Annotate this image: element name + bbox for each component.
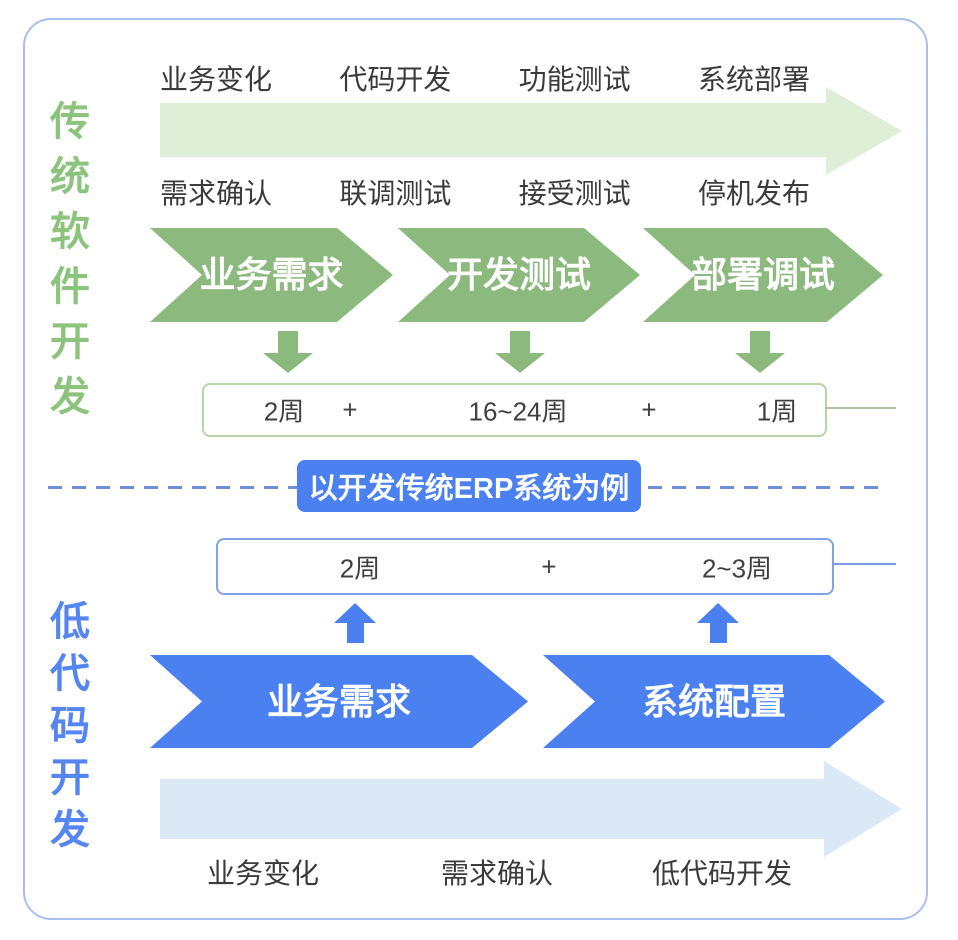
lowcode-section-title: 低代码开发: [44, 600, 88, 860]
up-arrow-icon: [334, 603, 376, 643]
arrow-stem: [750, 331, 770, 353]
duration-value: 2周: [263, 396, 305, 427]
arrow-stem: [346, 623, 364, 643]
duration-value: 2~3周: [701, 553, 773, 583]
arrow-head: [697, 603, 739, 623]
up-arrow-icon: [697, 603, 739, 643]
plus-sign: +: [541, 551, 557, 581]
timeline-step-label: 业务变化: [160, 64, 273, 95]
timeline-step-label: 需求确认: [440, 858, 554, 889]
arrow-stem: [510, 331, 530, 353]
arrow-stem: [709, 623, 727, 643]
timeline-step-label: 代码开发: [339, 64, 452, 95]
lowcode-box-connector-line: [832, 563, 896, 565]
traditional-bottom-label-row: 需求确认 联调测试 接受测试 停机发布: [160, 172, 810, 212]
traditional-timeline-arrow: [160, 103, 828, 157]
lowcode-duration-box: 2周 + 2~3周: [216, 538, 834, 595]
duration-value: 16~24周: [468, 396, 568, 427]
timeline-step-label: 业务变化: [206, 858, 320, 889]
arrow-head: [263, 353, 313, 373]
arrow-stem: [278, 331, 298, 353]
traditional-duration-box: 2周 + 16~24周 + 1周: [202, 383, 827, 437]
timeline-step-label: 接受测试: [518, 178, 631, 209]
timeline-step-label: 停机发布: [697, 178, 810, 209]
diagram-panel-border: [23, 18, 928, 920]
arrow-head: [735, 353, 785, 373]
timeline-step-label: 联调测试: [339, 178, 452, 209]
down-arrow-icon: [495, 331, 545, 373]
arrow-head: [334, 603, 376, 623]
timeline-step-label: 系统部署: [697, 64, 810, 95]
timeline-step-label: 低代码开发: [651, 858, 793, 889]
plus-sign: +: [641, 394, 657, 425]
traditional-box-connector-line: [825, 407, 896, 409]
timeline-step-label: 功能测试: [518, 64, 631, 95]
traditional-timeline-arrowhead-icon: [826, 87, 902, 175]
down-arrow-icon: [263, 331, 313, 373]
duration-value: 2周: [339, 553, 381, 583]
down-arrow-icon: [735, 331, 785, 373]
lowcode-timeline-arrowhead-icon: [824, 761, 902, 857]
stage-chevron-system-config: 系统配置: [543, 655, 885, 748]
plus-sign: +: [342, 394, 358, 425]
traditional-top-label-row: 业务变化 代码开发 功能测试 系统部署: [160, 58, 810, 98]
duration-value: 1周: [756, 396, 798, 427]
traditional-section-title: 传统软件开发: [44, 100, 88, 430]
arrow-head: [495, 353, 545, 373]
example-badge: 以开发传统ERP系统为例: [297, 460, 641, 512]
lowcode-timeline-arrow: [160, 779, 826, 839]
timeline-step-label: 需求确认: [160, 178, 273, 209]
stage-chevron-business-requirement: 业务需求: [150, 655, 528, 748]
